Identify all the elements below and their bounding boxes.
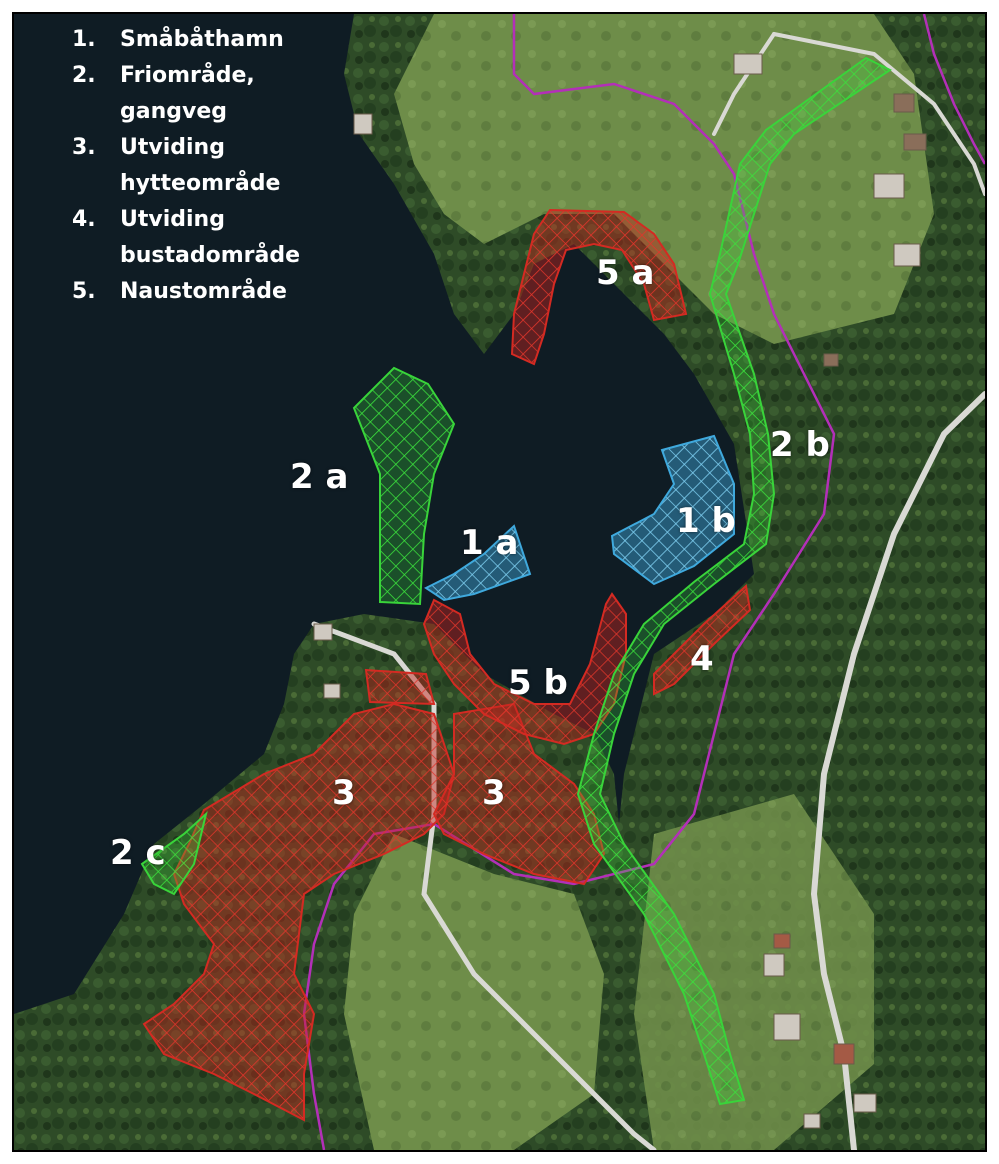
legend-number: 5. xyxy=(72,279,96,304)
zone-label-5a: 5 a xyxy=(596,253,655,293)
legend-item: 4. Utviding bustadområde xyxy=(72,202,310,274)
zone-label-1a: 1 a xyxy=(460,523,519,563)
zone-label-4: 4 xyxy=(690,639,714,679)
zone-5a-shape xyxy=(510,208,688,366)
aerial-map xyxy=(14,14,985,1150)
zone-label-2a: 2 a xyxy=(290,457,349,497)
zone-1b-shape xyxy=(610,434,735,586)
zone-4-shape xyxy=(653,584,752,696)
zone-2c-shape xyxy=(140,811,208,896)
zone-3-small-shape xyxy=(364,668,436,706)
road-main xyxy=(311,621,657,1150)
legend-number: 2. xyxy=(72,63,96,88)
zone-1a-shape xyxy=(424,524,532,602)
boundary-line xyxy=(302,14,836,1150)
zone-2b-shape xyxy=(576,56,892,1106)
legend-item: 2. Friområde, gangveg xyxy=(72,58,310,130)
zone-5b-shape xyxy=(422,592,627,746)
boundary-line-east xyxy=(922,14,985,165)
zone-3-east-shape xyxy=(432,702,606,886)
zone-label-3-west: 3 xyxy=(332,773,356,813)
legend-item: 1. Småbåthamn xyxy=(72,22,310,58)
map-legend: 1. Småbåthamn 2. Friområde, gangveg 3. U… xyxy=(72,22,310,310)
road-north xyxy=(772,32,985,196)
legend-number: 4. xyxy=(72,207,96,232)
zone-label-2c: 2 c xyxy=(110,833,166,873)
legend-label: Utviding hytteområde xyxy=(120,135,281,196)
legend-label: Småbåthamn xyxy=(120,27,284,52)
zone-3-west-shape xyxy=(142,702,456,1122)
road-east xyxy=(810,391,985,1150)
buildings xyxy=(313,53,927,1129)
field-south xyxy=(344,834,604,1150)
zone-label-2b: 2 b xyxy=(770,425,830,465)
zone-2a-shape xyxy=(352,366,456,606)
legend-number: 3. xyxy=(72,135,96,160)
zone-label-5b: 5 b xyxy=(508,663,568,703)
legend-label: Naustområde xyxy=(120,279,287,304)
legend-item: 5. Naustområde xyxy=(72,274,310,310)
legend-item: 3. Utviding hytteområde xyxy=(72,130,310,202)
map-frame: 1. Småbåthamn 2. Friområde, gangveg 3. U… xyxy=(12,12,987,1152)
zone-label-3-east: 3 xyxy=(482,773,506,813)
zone-label-1b: 1 b xyxy=(676,501,736,541)
legend-label: Utviding bustadområde xyxy=(120,207,301,268)
legend-label: Friområde, gangveg xyxy=(120,63,255,124)
field-north xyxy=(394,14,934,344)
legend-number: 1. xyxy=(72,27,96,52)
